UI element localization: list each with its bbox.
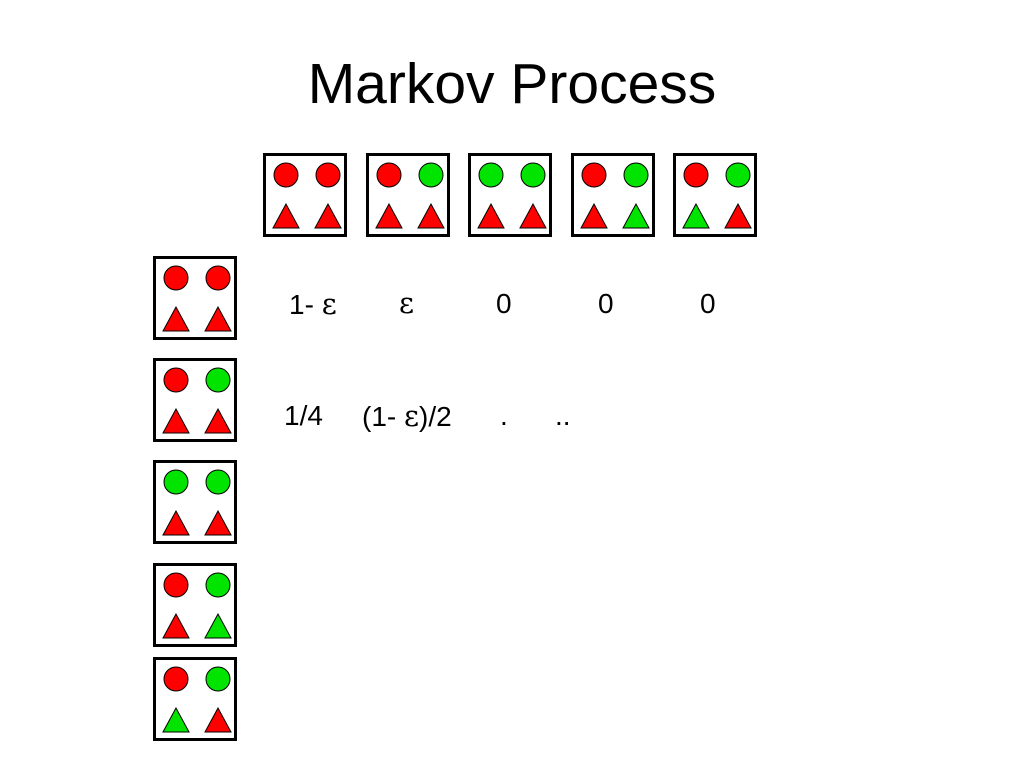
triangle-icon <box>162 509 190 536</box>
circle-icon <box>163 265 189 291</box>
triangle-icon <box>162 612 190 639</box>
matrix-row1-col1: 1- ε <box>289 287 337 322</box>
column-state-3 <box>468 153 552 237</box>
matrix-row2-col2-prefix: (1- <box>362 401 404 432</box>
circle-icon <box>205 265 231 291</box>
matrix-row2-col2: (1- ε)/2 <box>362 399 452 434</box>
triangle-icon <box>162 305 190 332</box>
circle-icon <box>163 469 189 495</box>
triangle-icon <box>204 509 232 536</box>
circle-icon <box>205 572 231 598</box>
triangle-icon <box>622 202 650 229</box>
circle-icon <box>520 162 546 188</box>
circle-icon <box>683 162 709 188</box>
triangle-icon <box>724 202 752 229</box>
matrix-row2-col4: .. <box>555 400 571 431</box>
row-state-2 <box>153 358 237 442</box>
state-icons <box>162 469 232 536</box>
column-state-2 <box>366 153 450 237</box>
triangle-icon <box>204 305 232 332</box>
circle-icon <box>205 469 231 495</box>
row-state-5 <box>153 657 237 741</box>
state-icons <box>477 162 547 229</box>
triangle-icon <box>682 202 710 229</box>
triangle-icon <box>162 706 190 733</box>
state-icons <box>162 265 232 332</box>
epsilon-symbol: ε <box>321 287 337 321</box>
state-icons <box>162 572 232 639</box>
circle-icon <box>725 162 751 188</box>
matrix-row2-col2-suffix: )/2 <box>419 401 452 432</box>
state-icons <box>162 367 232 434</box>
circle-icon <box>163 666 189 692</box>
triangle-icon <box>477 202 505 229</box>
triangle-icon <box>580 202 608 229</box>
matrix-row2-col3: . <box>500 400 508 431</box>
column-state-1 <box>263 153 347 237</box>
triangle-icon <box>162 407 190 434</box>
matrix-row2-col1: 1/4 <box>284 400 323 431</box>
circle-icon <box>478 162 504 188</box>
circle-icon <box>163 572 189 598</box>
state-icons <box>162 666 232 733</box>
matrix-row1-col4: 0 <box>598 288 614 319</box>
row-state-1 <box>153 256 237 340</box>
circle-icon <box>376 162 402 188</box>
state-icons <box>375 162 445 229</box>
triangle-icon <box>204 407 232 434</box>
circle-icon <box>163 367 189 393</box>
triangle-icon <box>314 202 342 229</box>
triangle-icon <box>204 706 232 733</box>
row-state-3 <box>153 460 237 544</box>
slide-title: Markov Process <box>307 52 717 116</box>
state-icons <box>580 162 650 229</box>
matrix-row1-col2: ε <box>399 286 415 320</box>
column-state-5 <box>673 153 757 237</box>
circle-icon <box>205 666 231 692</box>
circle-icon <box>315 162 341 188</box>
circle-icon <box>581 162 607 188</box>
circle-icon <box>205 367 231 393</box>
triangle-icon <box>272 202 300 229</box>
triangle-icon <box>519 202 547 229</box>
matrix-row1-col5: 0 <box>700 288 716 319</box>
epsilon-symbol: ε <box>404 399 420 433</box>
triangle-icon <box>204 612 232 639</box>
circle-icon <box>623 162 649 188</box>
matrix-row1-col1-prefix: 1- <box>289 289 322 320</box>
column-state-4 <box>571 153 655 237</box>
row-state-4 <box>153 563 237 647</box>
matrix-row1-col3: 0 <box>496 288 512 319</box>
state-icons <box>682 162 752 229</box>
state-icons <box>272 162 342 229</box>
triangle-icon <box>375 202 403 229</box>
circle-icon <box>418 162 444 188</box>
triangle-icon <box>417 202 445 229</box>
circle-icon <box>273 162 299 188</box>
